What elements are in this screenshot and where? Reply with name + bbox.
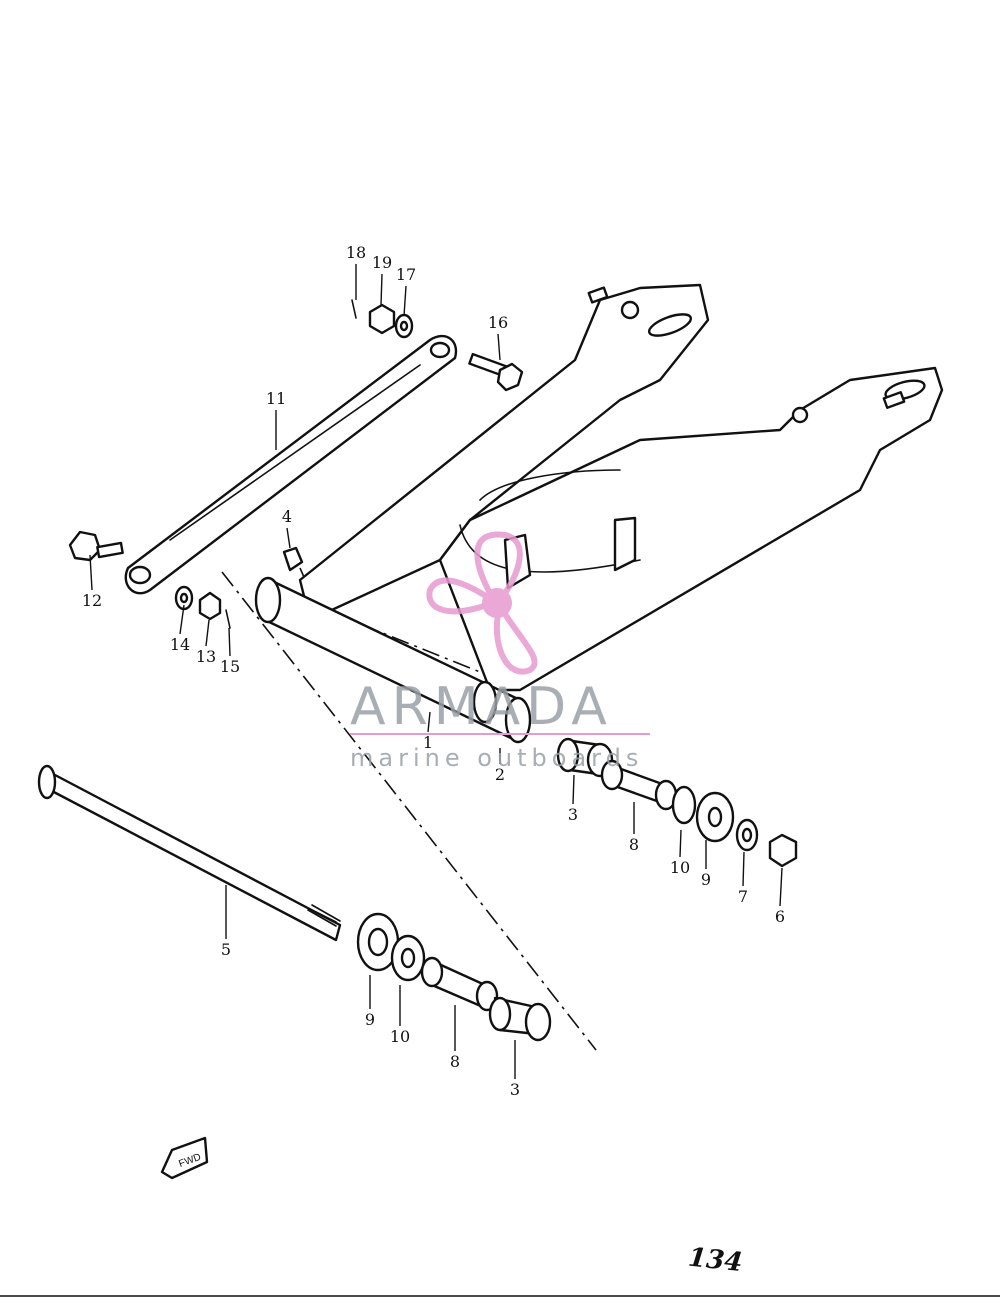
callout-c6: 6 <box>775 907 785 926</box>
callout-c13: 13 <box>196 647 216 666</box>
callout-c3a: 3 <box>568 805 578 824</box>
grease-nipple-4 <box>282 546 304 572</box>
callout-c18: 18 <box>346 243 366 262</box>
leader-line-c1 <box>427 711 431 733</box>
nut-washer-19-17 <box>351 299 414 339</box>
torque-link <box>124 334 458 595</box>
callout-c2: 2 <box>495 765 505 784</box>
callout-c16: 16 <box>488 313 508 332</box>
callout-c5: 5 <box>221 940 231 959</box>
callout-c17: 17 <box>396 265 416 284</box>
callout-c9b: 9 <box>365 1010 375 1029</box>
callout-c19: 19 <box>372 253 392 272</box>
callout-c8b: 8 <box>450 1052 460 1071</box>
leader-line-c4 <box>286 527 291 549</box>
leader-line-c17 <box>403 285 407 317</box>
fwd-arrow-icon: FWD <box>160 1136 209 1180</box>
callout-c10b: 10 <box>390 1027 410 1046</box>
bolt-16 <box>468 352 524 392</box>
leader-line-c16 <box>497 333 501 361</box>
propeller-logo-icon <box>426 531 538 675</box>
leader-line-c13 <box>205 619 210 647</box>
callout-c10a: 10 <box>670 858 690 877</box>
watermark-title: ARMADA <box>350 677 613 737</box>
leader-line-c19 <box>380 273 383 306</box>
callout-c8a: 8 <box>629 835 639 854</box>
pivot-shaft-5 <box>37 764 342 942</box>
callout-c4: 4 <box>282 507 292 526</box>
callout-c7: 7 <box>738 887 748 906</box>
callout-c14: 14 <box>170 635 190 654</box>
leader-line-c12 <box>89 554 93 591</box>
callout-c1: 1 <box>423 733 433 752</box>
bearing-stack-left <box>356 912 552 1042</box>
swing-arm <box>254 283 944 744</box>
leader-line-c14 <box>179 604 185 635</box>
leader-line-c10a <box>679 829 682 858</box>
callout-c9a: 9 <box>701 870 711 889</box>
nut-washer-13-14 <box>174 585 231 629</box>
leader-line-c7 <box>742 851 745 887</box>
leader-line-c6 <box>779 867 783 907</box>
bearing-stack-right <box>556 737 798 868</box>
callout-c3b: 3 <box>510 1080 520 1099</box>
callout-c12: 12 <box>82 591 102 610</box>
leader-line-c3a <box>572 774 575 805</box>
callout-c15: 15 <box>220 657 240 676</box>
callout-c11: 11 <box>266 389 286 408</box>
page-number: 134 <box>687 1243 744 1279</box>
bolt-12 <box>68 530 124 562</box>
leader-line-c15 <box>228 627 231 657</box>
watermark-subtitle: marine outboards <box>350 744 643 772</box>
watermark: ARMADA marine outboards <box>350 531 650 772</box>
